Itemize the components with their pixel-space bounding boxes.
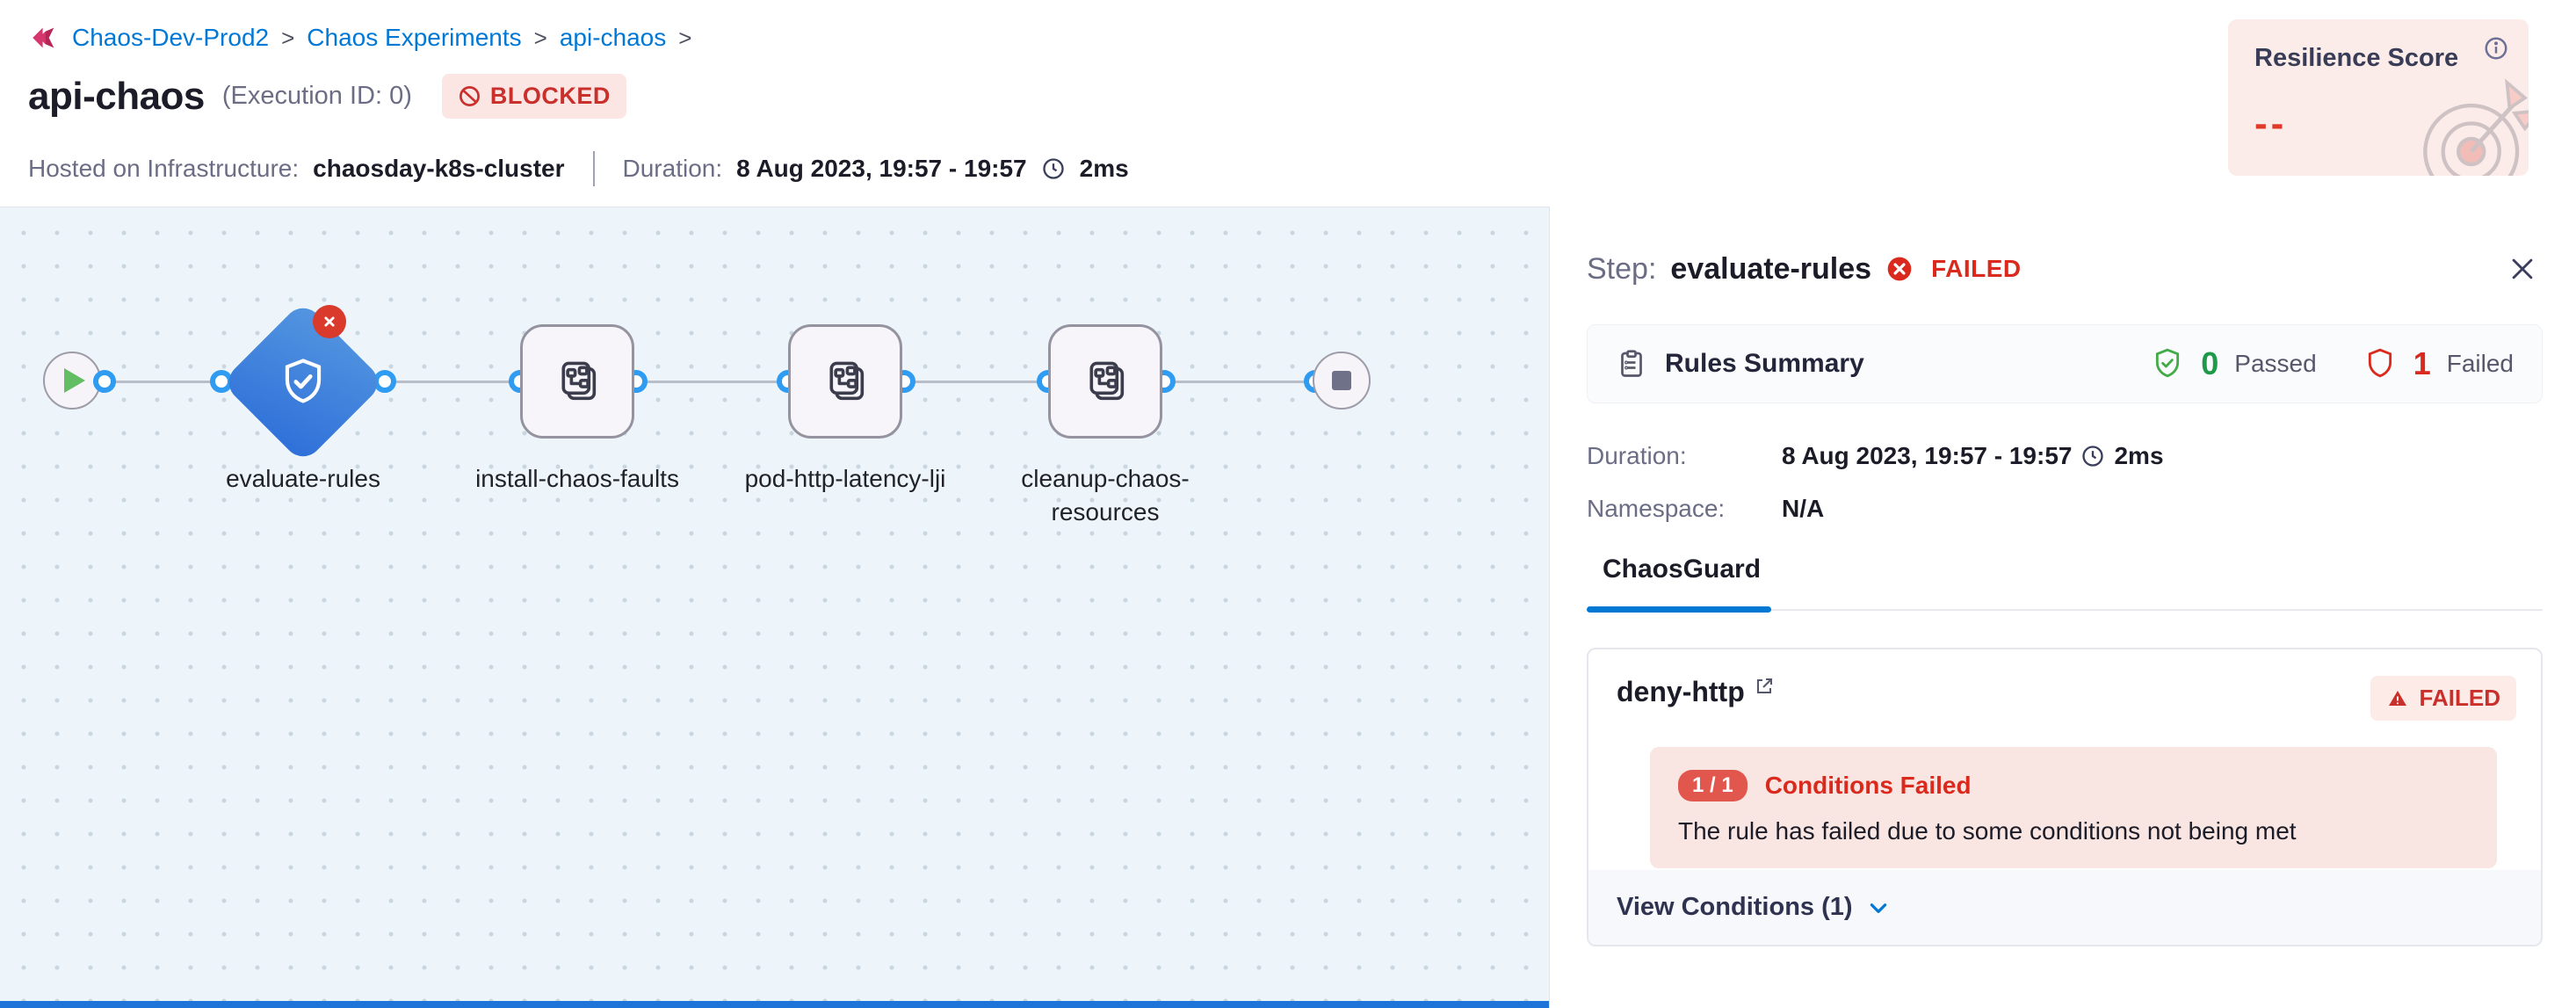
- divider: [592, 151, 595, 186]
- passed-label: Passed: [2234, 350, 2317, 377]
- duration-label: Duration:: [622, 155, 723, 182]
- execution-id: (Execution ID: 0): [221, 82, 412, 110]
- status-badge-blocked: BLOCKED: [441, 74, 626, 119]
- panel-duration-ms: 2ms: [2114, 442, 2164, 469]
- namespace-label: Namespace:: [1587, 495, 1726, 522]
- shield-check-icon: [276, 355, 330, 410]
- panel-duration-label: Duration:: [1587, 442, 1687, 469]
- failed-label: Failed: [2446, 350, 2514, 377]
- rules-summary-box: Rules Summary 0 Passed 1 Failed: [1587, 324, 2543, 403]
- stop-icon: [1332, 371, 1351, 390]
- namespace-value: N/A: [1782, 495, 1825, 522]
- breadcrumb-project[interactable]: Chaos-Dev-Prod2: [72, 24, 270, 51]
- infra-label: Hosted on Infrastructure:: [28, 155, 300, 182]
- pipeline-end-node: [1313, 352, 1371, 410]
- infra-value: chaosday-k8s-cluster: [313, 155, 565, 182]
- node-pod-http-latency-lji[interactable]: [788, 324, 902, 439]
- breadcrumb-separator: >: [678, 24, 692, 51]
- conditions-failed-title: Conditions Failed: [1764, 772, 1972, 799]
- breadcrumb-separator: >: [533, 24, 547, 51]
- tab-indicator: [1587, 606, 1771, 613]
- warning-triangle-icon: [2386, 688, 2409, 709]
- breadcrumb-separator: >: [281, 24, 295, 51]
- conditions-failed-message: The rule has failed due to some conditio…: [1678, 817, 2297, 845]
- pipeline-canvas[interactable]: evaluate-rules install-chaos-faults: [0, 207, 1549, 1008]
- page-header: Chaos-Dev-Prod2 > Chaos Experiments > ap…: [0, 0, 2576, 207]
- node-label: evaluate-rules: [226, 465, 380, 492]
- close-panel-button[interactable]: [2502, 249, 2543, 289]
- rule-name-link[interactable]: deny-http: [1617, 676, 1775, 708]
- node-cleanup-chaos-resources[interactable]: [1048, 324, 1162, 439]
- page-title: api-chaos: [28, 74, 205, 118]
- resilience-score-card: Resilience Score --: [2228, 19, 2529, 176]
- node-label: install-chaos-faults: [475, 465, 679, 492]
- failed-count: 1: [2413, 345, 2431, 381]
- pipeline-edge: [72, 381, 1342, 383]
- external-link-icon: [1754, 676, 1775, 697]
- rule-card-deny-http: deny-http FAILED: [1587, 648, 2543, 946]
- failed-circle-icon: [1885, 255, 1914, 283]
- rules-summary-title: Rules Summary: [1665, 349, 1864, 378]
- breadcrumb-experiment-name[interactable]: api-chaos: [559, 24, 667, 51]
- rule-name: deny-http: [1617, 676, 1745, 707]
- passed-count: 0: [2201, 345, 2219, 381]
- shield-fail-icon: [2363, 345, 2398, 382]
- prohibited-icon: [458, 84, 481, 108]
- tab-chaosguard[interactable]: ChaosGuard: [1603, 555, 1762, 584]
- target-illustration-icon: [2407, 70, 2529, 176]
- chaos-module-icon: [28, 23, 60, 53]
- canvas-bottom-bar: [0, 1001, 1549, 1008]
- panel-duration-value: 8 Aug 2023, 19:57 - 19:57: [1782, 442, 2073, 469]
- step-icon: [820, 356, 871, 407]
- clock-icon: [2080, 444, 2105, 468]
- step-status: FAILED: [1931, 255, 2022, 282]
- conditions-ratio-pill: 1 / 1: [1678, 770, 1747, 801]
- step-name: evaluate-rules: [1670, 251, 1872, 286]
- play-icon: [64, 368, 85, 393]
- step-label: Step:: [1587, 251, 1657, 286]
- status-badge-label: BLOCKED: [489, 83, 611, 109]
- node-label: cleanup-chaos-resources: [1021, 465, 1190, 526]
- shield-pass-icon: [2150, 345, 2185, 382]
- breadcrumb-experiments[interactable]: Chaos Experiments: [307, 24, 522, 51]
- step-icon: [552, 356, 603, 407]
- step-icon: [1080, 356, 1131, 407]
- view-conditions-button[interactable]: View Conditions (1): [1588, 870, 2541, 945]
- view-conditions-label: View Conditions (1): [1617, 893, 1853, 921]
- node-failed-badge-icon: [313, 305, 346, 338]
- panel-tabbar: ChaosGuard: [1587, 555, 2543, 613]
- breadcrumb: Chaos-Dev-Prod2 > Chaos Experiments > ap…: [28, 23, 691, 53]
- clock-icon: [1041, 156, 1066, 181]
- duration-value: 8 Aug 2023, 19:57 - 19:57: [736, 155, 1027, 182]
- resilience-score-title: Resilience Score: [2254, 44, 2459, 72]
- rule-status-label: FAILED: [2419, 685, 2500, 711]
- clipboard-icon: [1616, 348, 1647, 380]
- node-label: pod-http-latency-lji: [744, 465, 946, 492]
- pipeline-start-node: [43, 352, 101, 410]
- node-install-chaos-faults[interactable]: [520, 324, 634, 439]
- node-evaluate-rules[interactable]: [221, 300, 386, 465]
- duration-ms: 2ms: [1079, 155, 1129, 182]
- info-icon[interactable]: [2483, 35, 2509, 62]
- resilience-score-value: --: [2254, 102, 2288, 145]
- conditions-failed-alert: 1 / 1 Conditions Failed The rule has fai…: [1650, 747, 2497, 868]
- connector-dot: [93, 370, 116, 393]
- step-details-panel: Step: evaluate-rules FAILED Rules Summar…: [1549, 207, 2576, 1008]
- rule-status-badge: FAILED: [2370, 676, 2516, 721]
- chevron-down-icon: [1865, 896, 1892, 919]
